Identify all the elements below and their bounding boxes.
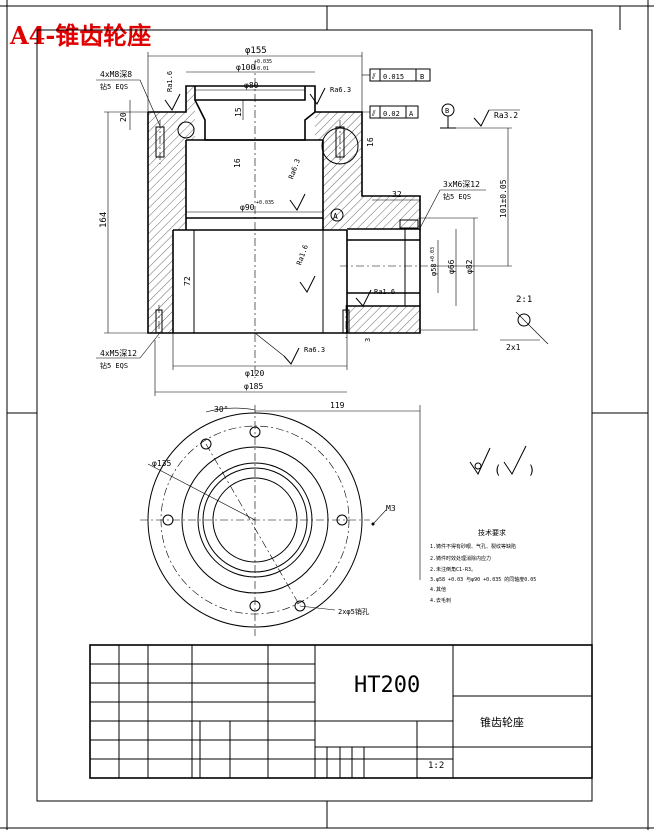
roughness-ra63-c: Ra6.3 bbox=[304, 346, 325, 354]
notes-line4: 3.φ58 +0.03 与φ90 +0.035 的同轴度0.05 bbox=[430, 576, 536, 583]
notes-line5: 4.其他 bbox=[430, 586, 446, 593]
dim-d58-tol: +0.03 bbox=[430, 247, 436, 262]
dim-d80: φ80 bbox=[244, 81, 259, 90]
roughness-marks: Ra1.6 Ra6.3 Ra6.3 Ra1.6 Ra1.6 Ra6.3 Ra3.… bbox=[164, 71, 520, 365]
dim-d185: φ185 bbox=[244, 382, 263, 391]
dim-d58: φ58 bbox=[430, 263, 438, 276]
notes-line3: 2.未注倒角C1-R3。 bbox=[430, 566, 476, 573]
callout-holes-bottom-eqs: 钻5 EQS bbox=[100, 361, 128, 370]
roughness-ra16-b: Ra1.6 bbox=[295, 244, 310, 267]
dim-v3: 3 bbox=[364, 338, 372, 342]
dim-v101: 101±0.05 bbox=[499, 179, 508, 218]
dim-d100: φ100 bbox=[236, 63, 255, 72]
dim-v16-inner: 16 bbox=[233, 158, 242, 168]
roughness-other: ( ) bbox=[469, 445, 535, 477]
drawing-scale: 1:2 bbox=[428, 761, 444, 771]
tol1-value: 0.015 bbox=[383, 73, 404, 81]
bracket-open: ( bbox=[494, 463, 501, 477]
detail-chamfer: 2x1 bbox=[506, 343, 521, 352]
tolerance-frames: ⫽ 0.015 B ⫽ 0.02 A bbox=[340, 68, 431, 119]
dim-m3: M3 bbox=[386, 504, 396, 513]
technical-notes: 技术要求 1.铸件不得有砂眼、气孔、裂纹等缺陷 2.铸件时效处理消除内应力 2.… bbox=[430, 528, 536, 604]
dim-d100-tol-upper: +0.035 bbox=[254, 59, 272, 65]
dim-d100-tol-lower: -0.01 bbox=[254, 66, 269, 72]
dim-d120: φ120 bbox=[245, 369, 264, 378]
tol2-symbol: ⫽ bbox=[371, 109, 376, 118]
dim-d90-tol: +0.035 bbox=[256, 200, 274, 206]
material: HT200 bbox=[354, 673, 420, 698]
plan-view: 119 30° φ135 M3 2xφ5销孔 bbox=[140, 401, 421, 636]
dim-d155: φ155 bbox=[245, 46, 267, 56]
notes-line2: 2.铸件时效处理消除内应力 bbox=[430, 555, 491, 562]
callout-holes-bottom: 4xM5深12 bbox=[100, 349, 137, 358]
dim-d82: φ82 bbox=[465, 259, 474, 274]
part-name: 锥齿轮座 bbox=[480, 715, 524, 729]
title-block: HT200 锥齿轮座 1:2 bbox=[89, 644, 593, 779]
dim-d90: φ90 bbox=[240, 203, 255, 212]
dim-v20: 20 bbox=[119, 112, 128, 122]
dim-v164: 164 bbox=[99, 212, 109, 228]
roughness-ra32: Ra3.2 bbox=[494, 111, 518, 120]
tol2-datum: A bbox=[409, 110, 414, 118]
detail-view: 2:1 2x1 bbox=[500, 295, 549, 352]
bracket-close: ) bbox=[528, 463, 535, 477]
roughness-ra63-a: Ra6.3 bbox=[330, 86, 351, 94]
dim-v15: 15 bbox=[234, 107, 243, 117]
roughness-ra63-b: Ra6.3 bbox=[287, 158, 302, 181]
callout-holes-top: 4xM8深8 bbox=[100, 70, 132, 79]
section-dimensions: φ155 φ100 +0.035 -0.01 φ80 φ90 +0.035 φ1… bbox=[99, 46, 512, 396]
notes-line6: 4.去毛刺 bbox=[430, 597, 451, 604]
detail-label-a: A bbox=[333, 212, 338, 221]
dim-v16-top: 16 bbox=[366, 137, 375, 147]
drawing-title: A4-锥齿轮座 bbox=[9, 21, 151, 50]
dim-d66: φ66 bbox=[447, 259, 456, 274]
callout-holes-side-eqs: 钻5 EQS bbox=[443, 192, 471, 201]
datum-label-b: B bbox=[445, 107, 449, 115]
hole-callouts: 4xM8深8 钻5 EQS 4xM5深12 钻5 EQS 3xM6深12 钻5 … bbox=[96, 70, 486, 370]
tol1-datum: B bbox=[420, 73, 424, 81]
tol1-symbol: ⫽ bbox=[371, 72, 376, 81]
dim-d135: φ135 bbox=[152, 459, 171, 468]
dim-v30deg: 30° bbox=[214, 405, 228, 414]
callout-holes-top-eqs: 钻5 EQS bbox=[100, 82, 128, 91]
callout-holes-side: 3xM6深12 bbox=[443, 180, 480, 189]
dim-v72: 72 bbox=[183, 276, 192, 286]
dim-v32: 32 bbox=[392, 190, 402, 199]
detail-scale: 2:1 bbox=[516, 295, 532, 305]
tol2-value: 0.02 bbox=[383, 110, 400, 118]
roughness-ra16-c: Ra1.6 bbox=[374, 288, 395, 296]
section-view: A B bbox=[147, 62, 456, 378]
notes-line1: 1.铸件不得有砂眼、气孔、裂纹等缺陷 bbox=[430, 543, 516, 550]
dim-v119: 119 bbox=[330, 401, 345, 410]
roughness-ra16-a: Ra1.6 bbox=[166, 71, 174, 92]
notes-heading: 技术要求 bbox=[478, 528, 506, 537]
callout-holes-2x: 2xφ5销孔 bbox=[338, 607, 369, 616]
